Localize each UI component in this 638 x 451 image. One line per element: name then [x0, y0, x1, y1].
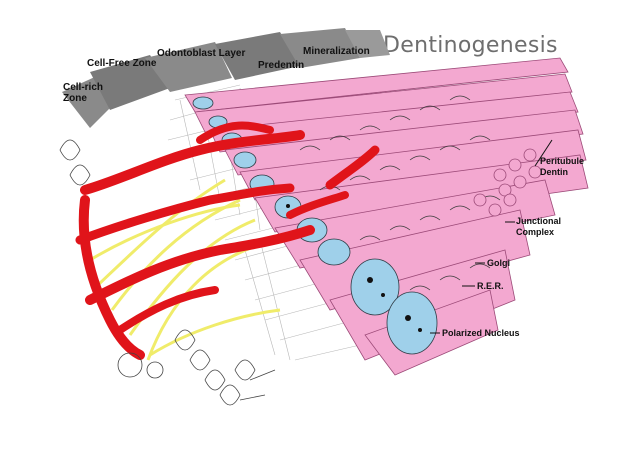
label-peritubule-line2: Dentin — [540, 167, 568, 177]
peritubule-dentin — [473, 148, 542, 217]
label-predentin: Predentin — [258, 60, 304, 71]
label-polarized-nucleus: Polarized Nucleus — [442, 328, 520, 338]
slide-title: Dentinogenesis — [383, 33, 558, 58]
label-junctional-line1: Junctional — [516, 216, 561, 226]
label-rer: R.E.R. — [477, 281, 504, 291]
label-peritubule-line1: Peritubule — [540, 156, 584, 166]
label-golgi: Golgi — [487, 258, 510, 268]
label-cell-free-zone: Cell-Free Zone — [87, 58, 157, 69]
label-odontoblast-layer: Odontoblast Layer — [157, 48, 245, 59]
cell-rich-cells — [59, 139, 276, 406]
zone-arrows — [62, 28, 390, 128]
label-cell-rich-line2: Zone — [63, 93, 87, 104]
label-mineralization: Mineralization — [303, 46, 370, 57]
leader-lines — [430, 139, 553, 334]
capillaries — [75, 121, 380, 360]
label-junctional-line2: Complex — [516, 227, 554, 237]
label-cell-rich-line1: Cell-rich — [63, 82, 103, 93]
